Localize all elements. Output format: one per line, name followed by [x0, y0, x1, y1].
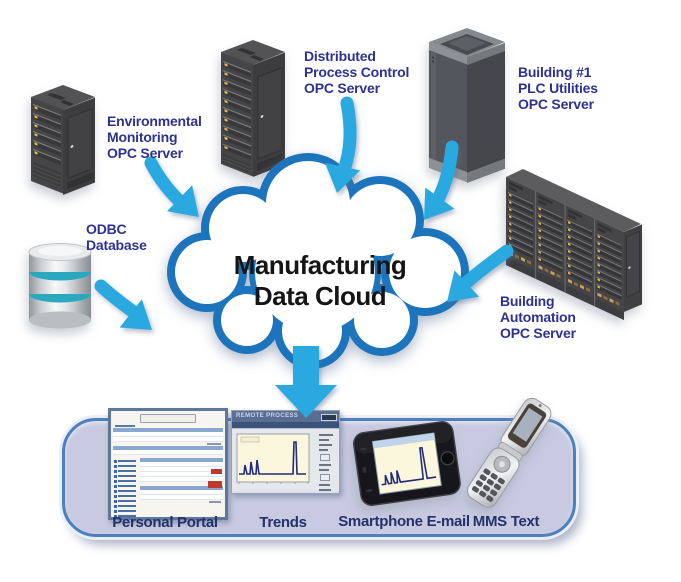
flip-phone-icon: [467, 397, 552, 508]
trends-side-button: [320, 454, 330, 461]
arrow-automation-to-cloud: [447, 244, 514, 302]
trends-window-title: REMOTE PROCESS: [236, 413, 299, 419]
portal-data-table: [138, 457, 225, 517]
arrow-icons: [94, 96, 514, 418]
portal-red-banner: [208, 481, 222, 488]
label-mms-text: MMS Text: [472, 513, 540, 530]
portal-pagination: [207, 443, 221, 445]
arrow-distributed-to-cloud: [325, 96, 361, 193]
label-trends: Trends: [259, 514, 307, 531]
label-distributed-opc-server: Distributed Process Control OPC Server: [304, 48, 410, 97]
trends-body: [232, 428, 339, 491]
cloud-icon: [167, 153, 469, 369]
portal-table-header: [113, 428, 223, 432]
label-building-automation-opc-server: Building Automation OPC Server: [500, 293, 576, 342]
label-building1-opc-server: Building #1 PLC Utilities OPC Server: [518, 64, 598, 113]
smartphone-icon: [353, 421, 461, 506]
label-odbc-database: ODBC Database: [86, 221, 147, 254]
arrow-cloud-to-devices: [275, 346, 337, 418]
arrow-building1-to-cloud: [424, 140, 459, 220]
server-tower-icon: [221, 40, 285, 177]
label-smartphone-email: Smartphone E-mail: [338, 513, 470, 530]
portal-header-button: [140, 414, 196, 423]
portal-table-header: [113, 446, 223, 450]
trend-chart: [236, 433, 310, 484]
arrow-env-to-cloud: [144, 156, 199, 217]
portal-red-button: [211, 469, 222, 474]
cloud-title: Manufacturing Data Cloud: [233, 250, 407, 312]
table-row: [113, 450, 223, 455]
mainframe-server-icon: [429, 28, 505, 183]
trends-window: REMOTE PROCESS: [231, 410, 340, 494]
trends-titlebar: REMOTE PROCESS: [232, 411, 339, 422]
portal-section-title: [115, 425, 135, 427]
portal-sidebar-tree: [111, 457, 138, 518]
label-environmental-opc-server: Environmental Monitoring OPC Server: [107, 113, 202, 162]
portal-main-area: [111, 457, 225, 518]
server-tower-icon: [31, 85, 95, 195]
trends-side-panel: [314, 431, 336, 491]
trends-side-button: [320, 474, 330, 481]
arrow-odbc-to-cloud: [94, 279, 152, 330]
table-row: [113, 437, 223, 442]
window-buttons-icon: [321, 414, 337, 421]
personal-portal-window: [108, 408, 228, 520]
table-row: [113, 432, 223, 437]
database-cylinder-icon: [28, 243, 92, 329]
label-personal-portal: Personal Portal: [112, 514, 218, 531]
server-rack-row-icon: [506, 169, 642, 321]
